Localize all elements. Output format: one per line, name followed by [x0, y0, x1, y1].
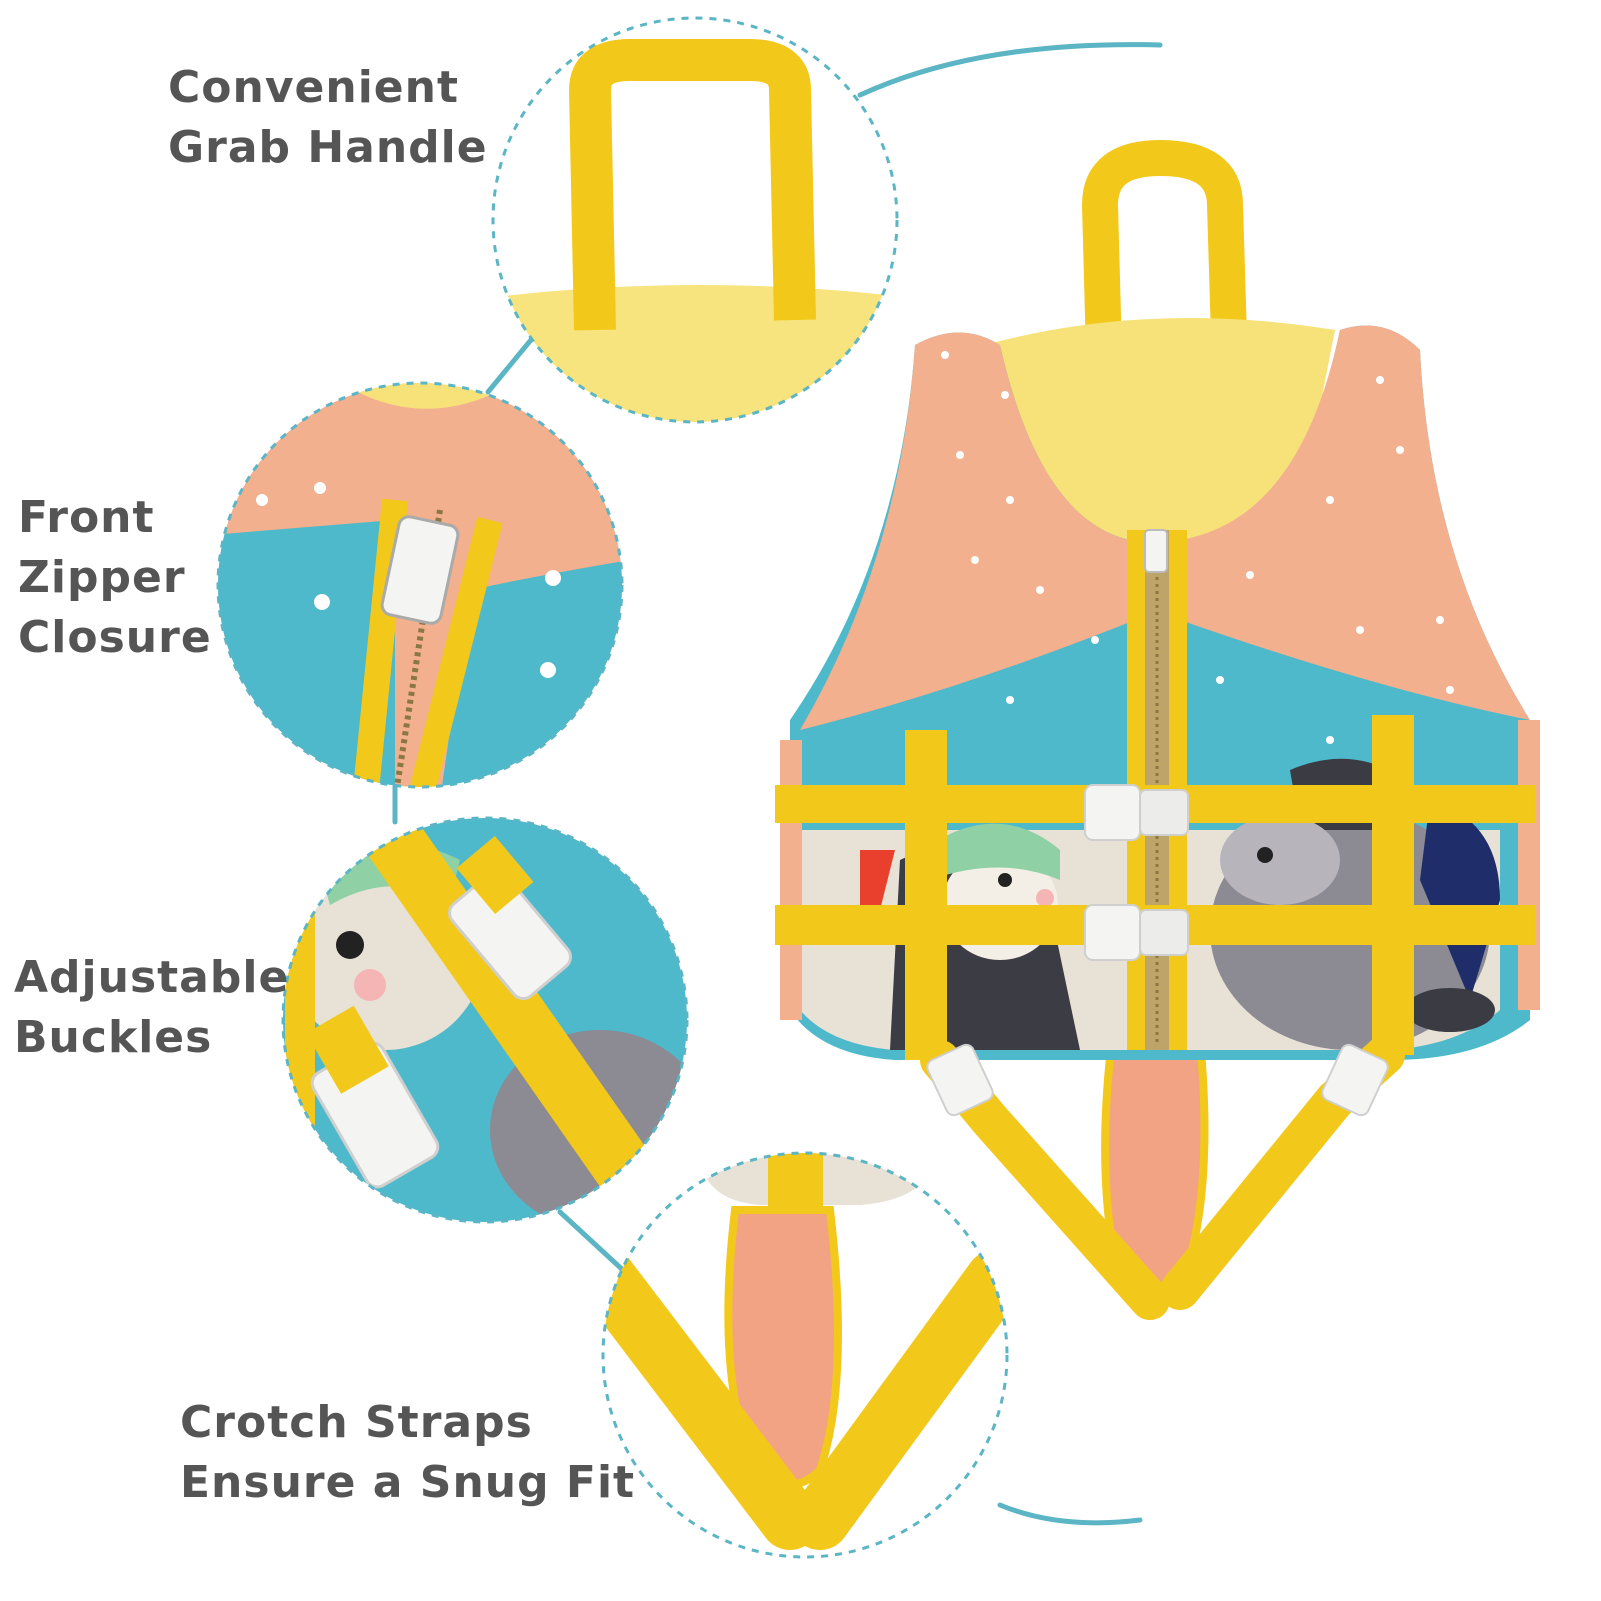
- label-front-zipper: Front Zipper Closure: [18, 488, 212, 668]
- connector-line-top: [857, 42, 1163, 98]
- vest-vertical-strap-left: [905, 730, 947, 1060]
- connector-lines: [392, 42, 1163, 1526]
- label-crotch-straps-line-1: Crotch Straps: [180, 1397, 533, 1448]
- label-adjustable-buckles: Adjustable Buckles: [14, 948, 289, 1068]
- detail-circle-buckles: [281, 816, 689, 1224]
- label-adjustable-buckles-line-1: Adjustable: [14, 952, 290, 1003]
- vest-dots: [941, 351, 1454, 744]
- label-grab-handle: Convenient Grab Handle: [168, 58, 488, 178]
- label-grab-handle-line-1: Convenient: [168, 62, 459, 113]
- vest-side-band-left: [780, 740, 802, 1020]
- vest-leg-buckle-left: [926, 1043, 994, 1117]
- label-crotch-straps: Crotch Straps Ensure a Snug Fit: [180, 1393, 635, 1513]
- label-front-zipper-line-3: Closure: [18, 612, 212, 663]
- vest-grab-handle: [1082, 140, 1248, 391]
- label-crotch-straps-line-2: Ensure a Snug Fit: [180, 1457, 636, 1508]
- connector-line-buckles-crotch: [557, 1209, 628, 1275]
- vest-chest-buckle-lower: [1084, 904, 1189, 961]
- label-front-zipper-line-2: Zipper: [18, 552, 186, 603]
- connector-line-bottom: [997, 1502, 1143, 1526]
- connector-line-handle-zipper: [485, 332, 538, 395]
- vest-peach-left: [800, 332, 1135, 730]
- vest-leg-buckle-right: [1321, 1043, 1389, 1117]
- detail-circle-grab-handle: [491, 16, 899, 424]
- vest-vertical-strap-right: [1372, 715, 1414, 1055]
- detail-circle-zipper: [216, 381, 624, 789]
- detail-circle-crotch-straps: [601, 1151, 1009, 1559]
- label-adjustable-buckles-line-2: Buckles: [14, 1012, 213, 1063]
- label-grab-handle-line-2: Grab Handle: [168, 122, 488, 173]
- life-vest: [775, 140, 1540, 1320]
- label-front-zipper-line-1: Front: [18, 492, 155, 543]
- vest-chest-buckle-upper: [1084, 784, 1189, 841]
- vest-side-band-right: [1518, 720, 1540, 1010]
